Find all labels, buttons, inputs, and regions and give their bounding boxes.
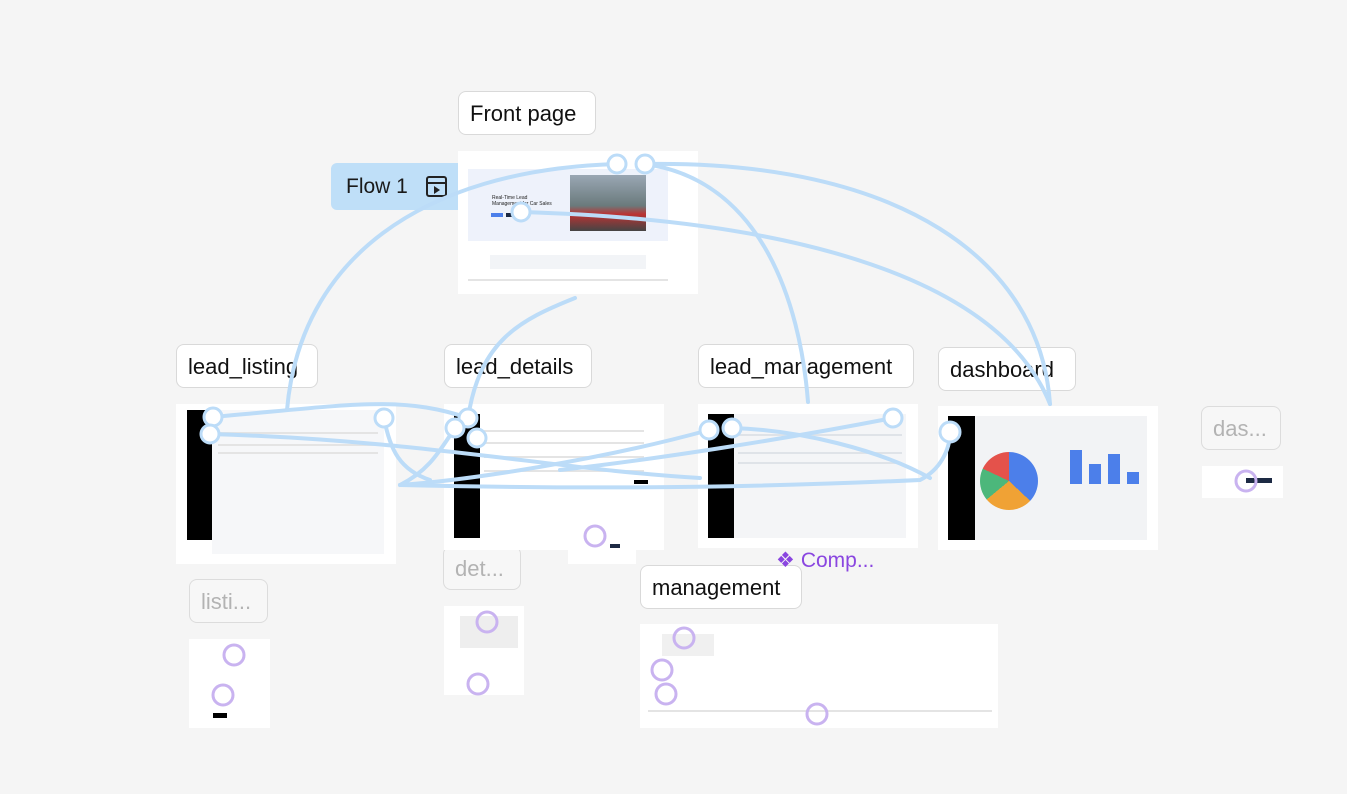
component-frame-small[interactable] — [568, 522, 636, 564]
frame-label-front-page[interactable]: Front page — [458, 91, 596, 135]
table-row — [218, 444, 378, 446]
stat-component — [1246, 478, 1272, 483]
frame-lead-listing[interactable] — [176, 404, 396, 564]
detail-row — [484, 442, 644, 444]
flow-chip[interactable]: Flow 1 — [331, 163, 470, 210]
hero-car-image — [570, 175, 646, 231]
table-row — [738, 452, 902, 454]
field-component — [460, 616, 518, 648]
filter-component — [662, 634, 714, 656]
chart-bar — [1108, 454, 1120, 484]
frame-label-dashboard[interactable]: dashboard — [938, 347, 1076, 391]
feature-card — [568, 255, 646, 269]
hero-title: Real-Time Lead Management for Car Sales — [492, 195, 552, 207]
chart-bar — [1070, 450, 1082, 484]
component-section-label[interactable]: ❖Comp... — [776, 549, 875, 572]
component-frame-details[interactable] — [444, 606, 524, 695]
flow-label: Flow 1 — [346, 174, 408, 198]
frame-lead-management[interactable] — [698, 404, 918, 548]
component-label-listing[interactable]: listi... — [189, 579, 268, 623]
frame-label-lead-listing[interactable]: lead_listing — [176, 344, 318, 388]
detail-row — [484, 456, 644, 458]
sidebar — [454, 414, 480, 538]
frame-dashboard[interactable] — [938, 406, 1158, 550]
table-header — [738, 434, 902, 436]
chart-bar — [1089, 464, 1101, 484]
table-row-component — [648, 710, 992, 712]
frame-front-page[interactable]: Real-Time Lead Management for Car Sales — [458, 151, 698, 294]
sidebar — [708, 414, 734, 538]
feature-card — [490, 255, 570, 269]
footer-divider — [468, 279, 668, 281]
table-header — [218, 432, 378, 434]
sidebar — [187, 410, 212, 540]
component-label-management[interactable]: management — [640, 565, 802, 609]
component-frame-management[interactable] — [640, 624, 998, 728]
save-button[interactable] — [634, 480, 648, 484]
component-frame-dashboard[interactable] — [1202, 466, 1283, 498]
play-window-icon[interactable] — [425, 176, 447, 197]
component-frame-listing[interactable] — [189, 639, 270, 728]
sidebar — [948, 416, 975, 540]
hero-cta-button[interactable] — [491, 213, 503, 217]
table-row — [218, 452, 378, 454]
chart-bar — [1127, 472, 1139, 484]
component-set-icon: ❖ — [776, 549, 795, 572]
component-label-dashboard[interactable]: das... — [1201, 406, 1281, 450]
component-label-details[interactable]: det... — [443, 546, 521, 590]
detail-row — [484, 470, 644, 472]
button-component[interactable] — [213, 713, 227, 718]
content-area — [734, 414, 906, 538]
hero-secondary-button[interactable] — [506, 213, 518, 217]
button-component[interactable] — [610, 544, 620, 548]
pie-chart — [980, 452, 1038, 510]
table-row — [738, 462, 902, 464]
detail-row — [484, 430, 644, 432]
frame-label-lead-details[interactable]: lead_details — [444, 344, 592, 388]
frame-label-lead-management[interactable]: lead_management — [698, 344, 914, 388]
